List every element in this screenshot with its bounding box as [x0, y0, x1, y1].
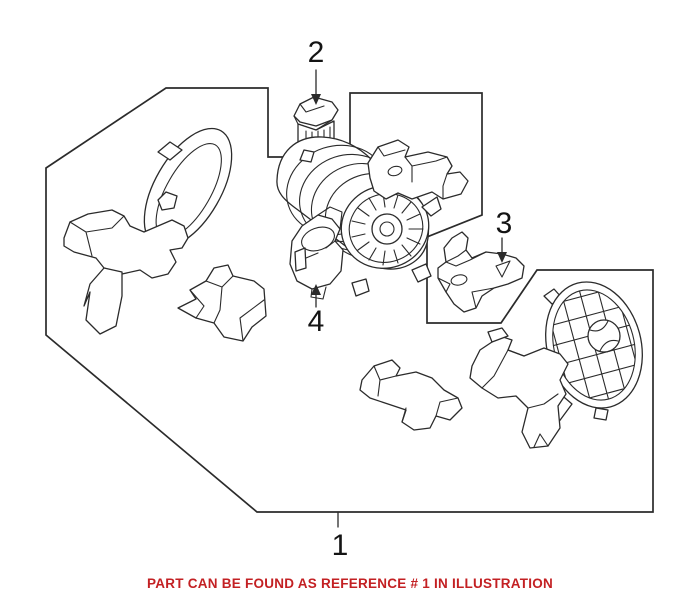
callout-arrow-4 [311, 284, 321, 308]
motor-holder-lines [305, 240, 336, 300]
loop-duct-drawing [63, 127, 233, 335]
connector-cap [293, 96, 339, 127]
floor-duct-body [359, 359, 463, 431]
blower-hub-hole [379, 221, 395, 237]
bracket-drawing [437, 231, 525, 313]
motor-bracket-peg [387, 165, 403, 177]
loop-duct-body [63, 209, 189, 279]
housing-fan-port [587, 319, 621, 353]
callout-arrow-3 [497, 237, 507, 263]
motor-foot-frontright [411, 263, 432, 283]
arrowhead-4 [311, 284, 321, 295]
motor-holder-arm [317, 206, 343, 230]
arrowhead-2 [311, 94, 321, 105]
floor-duct-drawing [359, 359, 463, 431]
blower-wheel-blades [351, 192, 424, 266]
callout-label-4: 4 [307, 305, 325, 338]
bracket-folds [437, 249, 495, 309]
motor-holder-mouth [301, 226, 335, 252]
motor-bracket [367, 139, 469, 200]
blower-motor-drawing [276, 136, 469, 300]
housing-tab-bottom [593, 407, 609, 421]
motor-top-tab [299, 149, 315, 163]
motor-foot-right [421, 196, 442, 217]
bracket-body [437, 231, 525, 313]
blower-wheel-rim [348, 193, 424, 263]
loop-duct-fold [69, 215, 125, 257]
elbow-duct-folds [481, 349, 559, 448]
elbow-duct-drawing [469, 327, 569, 449]
motor-foot-frontleft [351, 278, 370, 297]
elbow-duct-tab [487, 327, 509, 343]
blower-hub [371, 213, 403, 245]
bracket-hole [450, 274, 468, 286]
caption-text: PART CAN BE FOUND AS REFERENCE # 1 IN IL… [146, 576, 554, 591]
small-duct-folds [189, 275, 265, 342]
small-duct-drawing [177, 264, 267, 342]
loop-duct-leg [83, 267, 123, 335]
loop-end-fitting [157, 191, 178, 211]
elbow-duct-body [469, 335, 569, 449]
callout-label-2: 2 [307, 36, 325, 69]
small-duct-body [177, 264, 267, 342]
motor-bracket-edges [377, 146, 448, 200]
bracket-notch [495, 260, 511, 278]
arrowhead-3 [497, 252, 507, 263]
callout-arrow-2 [311, 69, 321, 105]
grid-housing-drawing [533, 280, 648, 438]
floor-duct-folds [373, 365, 459, 423]
callout-label-3: 3 [495, 207, 513, 240]
motor-holder-window [294, 247, 307, 272]
loop-clip [157, 141, 183, 161]
motor-holder-cup [289, 214, 344, 290]
callout-label-1: 1 [331, 529, 349, 562]
housing-fan-blades [589, 320, 619, 352]
